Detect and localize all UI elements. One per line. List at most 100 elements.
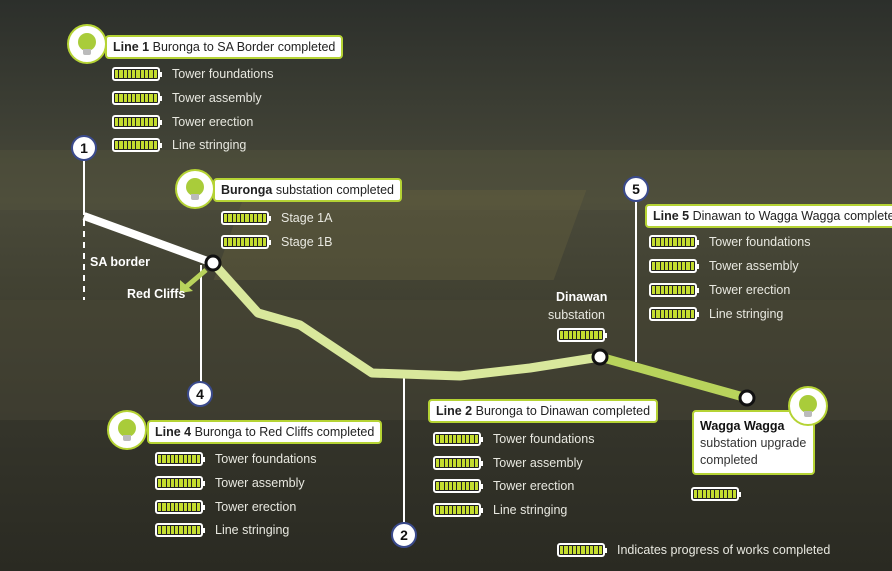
battery-full-icon [649,235,699,249]
legend: Indicates progress of works completed [557,543,830,557]
buronga-bold: Buronga [221,183,273,197]
marker-4: 4 [187,381,213,407]
battery-full-icon [557,543,607,557]
wagga-node [738,389,756,407]
battery-full-icon [433,479,483,493]
line1-bold: Line 1 [113,40,150,54]
line1-title-text: Buronga to SA Border completed [152,40,336,54]
progress-row: Tower assembly [155,476,305,490]
battery-full-icon [112,115,162,129]
progress-label: Tower erection [172,115,254,129]
battery-full-icon [649,283,699,297]
lightbulb-icon [107,410,147,450]
progress-label: Tower erection [493,479,575,493]
battery-full-icon [691,487,741,501]
progress-row: Stage 1A [221,211,332,225]
lightbulb-icon [67,24,107,64]
buronga-node [204,254,222,272]
lightbulb-icon [788,386,828,426]
progress-label: Tower assembly [215,476,305,490]
battery-full-icon [112,67,162,81]
progress-label: Line stringing [493,503,568,517]
progress-row: Tower erection [155,500,296,514]
battery-full-icon [649,259,699,273]
progress-row: Tower assembly [112,91,262,105]
battery-full-icon [221,235,271,249]
line5-bold: Line 5 [653,209,690,223]
progress-row [691,487,741,501]
progress-row: Stage 1B [221,235,332,249]
line5-title-text: Dinawan to Wagga Wagga completed [692,209,892,223]
dinawan-sub-label: substation [548,308,605,322]
lightbulb-icon [175,169,215,209]
progress-label: Line stringing [215,523,290,537]
progress-row: Line stringing [433,503,567,517]
battery-full-icon [433,456,483,470]
wagga-line: substation upgrade [700,436,807,450]
line2-bold: Line 2 [436,404,473,418]
progress-label: Tower erection [709,283,791,297]
line4-bold: Line 4 [155,425,192,439]
progress-label: Tower erection [215,500,297,514]
marker-2: 2 [391,522,417,548]
route-line-1 [82,212,215,267]
marker-1: 1 [71,135,97,161]
progress-label: Tower assembly [172,91,262,105]
progress-row: Tower erection [433,479,574,493]
progress-label: Line stringing [172,138,247,152]
progress-label: Tower foundations [172,67,274,81]
battery-full-icon [433,503,483,517]
route-line-2 [209,259,601,381]
progress-label: Tower foundations [215,452,317,466]
dinawan-node [591,348,609,366]
progress-label: Tower foundations [709,235,811,249]
progress-row: Tower foundations [112,67,273,81]
dinawan-label: Dinawan [556,290,608,304]
route-line-4 [184,268,208,289]
progress-row: Line stringing [155,523,289,537]
progress-row: Tower assembly [433,456,583,470]
battery-full-icon [112,91,162,105]
wagga-line: completed [700,453,758,467]
progress-row: Line stringing [649,307,783,321]
progress-label: Tower foundations [493,432,595,446]
progress-row: Tower foundations [649,235,810,249]
red-cliffs-label: Red Cliffs [127,287,186,301]
line4-title-text: Buronga to Red Cliffs completed [194,425,375,439]
progress-row: Tower foundations [433,432,594,446]
progress-row [557,328,607,342]
progress-row: Tower erection [649,283,790,297]
battery-full-icon [155,476,205,490]
battery-full-icon [557,328,607,342]
battery-full-icon [433,432,483,446]
battery-full-icon [155,523,205,537]
buronga-title: Buronga substation completed [213,178,403,202]
progress-row: Tower foundations [155,452,316,466]
route-line-5 [598,352,749,403]
red-cliffs-arrow-icon [180,280,193,293]
line2-title-text: Buronga to Dinawan completed [475,404,651,418]
progress-label: Tower assembly [709,259,799,273]
marker-5: 5 [623,176,649,202]
progress-label: Line stringing [709,307,784,321]
field-band [0,150,892,210]
line1-title: Line 1 Buronga to SA Border completed [105,35,344,59]
line5-title: Line 5 Dinawan to Wagga Wagga completed [645,204,892,228]
battery-full-icon [155,500,205,514]
battery-full-icon [221,211,271,225]
battery-full-icon [112,138,162,152]
legend-text: Indicates progress of works completed [617,543,831,557]
line4-title: Line 4 Buronga to Red Cliffs completed [147,420,383,444]
wagga-title: Wagga Wagga [700,419,785,433]
progress-label: Tower assembly [493,456,583,470]
progress-row: Tower assembly [649,259,799,273]
buronga-title-text: substation completed [275,183,395,197]
progress-label: Stage 1B [281,235,333,249]
progress-row: Tower erection [112,115,253,129]
sa-border-label: SA border [90,255,150,269]
battery-full-icon [155,452,205,466]
battery-full-icon [649,307,699,321]
progress-label: Stage 1A [281,211,333,225]
